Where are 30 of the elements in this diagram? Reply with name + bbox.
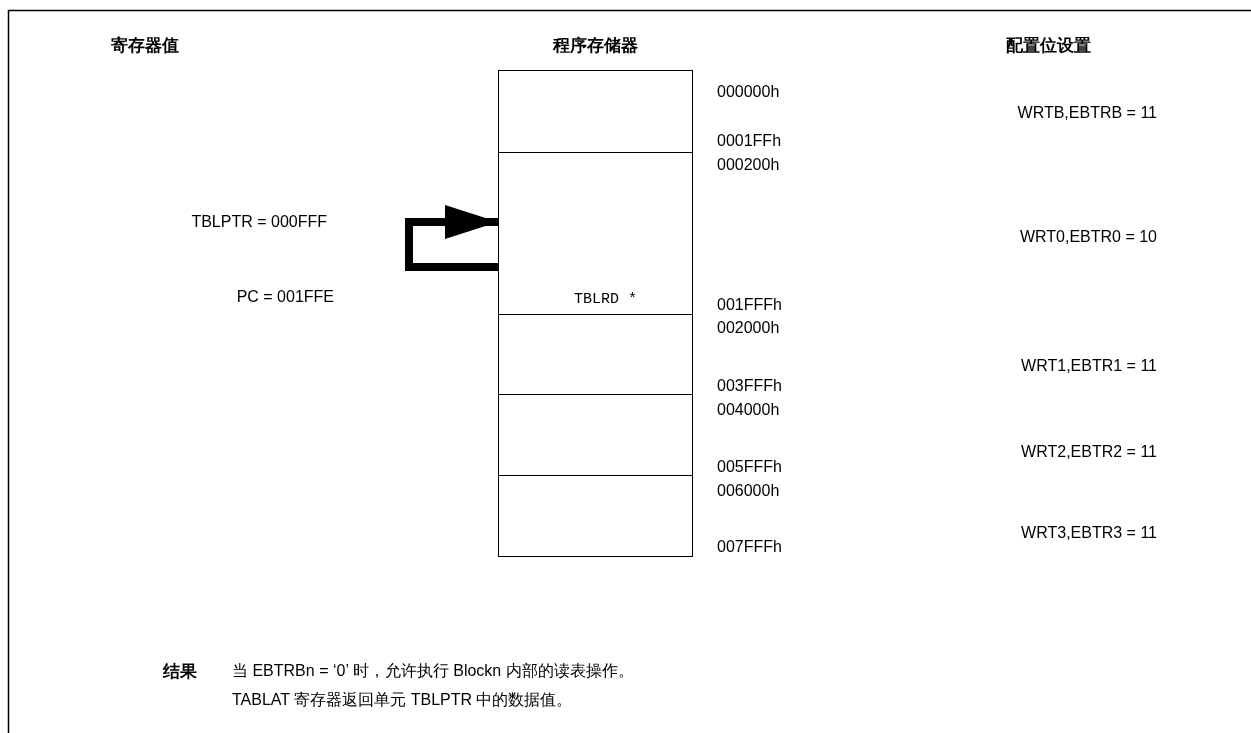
address-label: 000000h <box>717 84 780 100</box>
address-label: 003FFFh <box>717 378 782 394</box>
address-label: 005FFFh <box>717 459 782 475</box>
address-label: 006000h <box>717 483 780 499</box>
address-label: 0001FFh <box>717 133 782 149</box>
memory-block <box>498 475 693 557</box>
address-label: 007FFFh <box>717 539 782 555</box>
note-heading: 结果 <box>163 663 197 680</box>
config-setting: WRT1,EBTR1 = 11 <box>1021 358 1157 374</box>
memory-block <box>498 314 693 396</box>
memory-block <box>498 152 693 316</box>
address-label: 001FFFh <box>717 297 782 313</box>
note-text: TABLAT 寄存器返回单元 TBLPTR 中的数据值。 <box>232 692 573 708</box>
register-value: TBLPTR = 000FFF <box>191 214 327 230</box>
address-label: 004000h <box>717 402 780 418</box>
address-label: 000200h <box>717 157 780 173</box>
arrow <box>405 205 498 271</box>
memory-block <box>498 70 693 154</box>
column-heading: 寄存器值 <box>111 37 179 54</box>
memory-block <box>498 394 693 477</box>
config-setting: WRT3,EBTR3 = 11 <box>1021 525 1157 541</box>
config-setting: WRT2,EBTR2 = 11 <box>1021 444 1157 460</box>
config-setting: WRTB,EBTRB = 11 <box>1017 105 1157 121</box>
register-value: PC = 001FFE <box>236 289 334 305</box>
address-label: 002000h <box>717 320 780 336</box>
column-heading: 程序存储器 <box>552 37 638 54</box>
config-setting: WRT0,EBTR0 = 10 <box>1019 229 1157 245</box>
column-heading: 配置位设置 <box>1005 37 1091 54</box>
instruction-label: TBLRD * <box>573 291 638 307</box>
note-text: 当 EBTRBn = ‘0’ 时，允许执行 Blockn 内部的读表操作。 <box>232 663 634 679</box>
